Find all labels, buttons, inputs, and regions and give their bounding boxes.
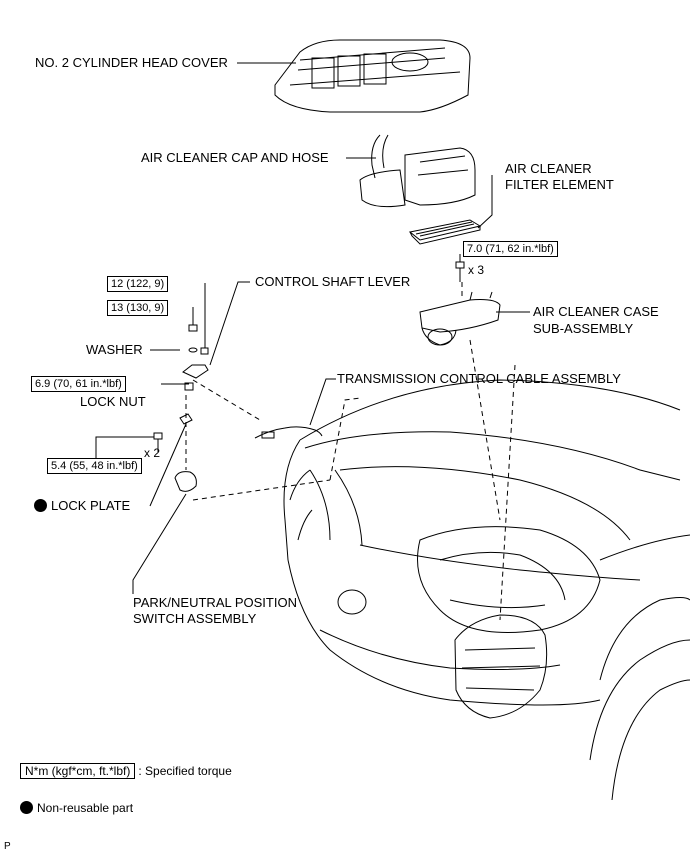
qty-switch-bolt: x 2 — [144, 446, 161, 460]
leader-line — [477, 175, 493, 229]
legend-non-reusable: Non-reusable part — [20, 800, 133, 816]
label-lock-plate-text: LOCK PLATE — [51, 498, 131, 513]
torque-switch-bolt: 5.4 (55, 48 in.*lbf) — [47, 458, 142, 474]
air-cleaner-case-drawing — [419, 291, 501, 346]
leader-line — [309, 378, 336, 426]
transmission-cable-drawing — [254, 426, 323, 439]
shaft-nut-drawing — [188, 324, 198, 353]
lock-plate-drawing — [179, 413, 193, 425]
air-cleaner-cap-drawing — [359, 134, 476, 208]
torque-control-lever-nut: 12 (122, 9) — [107, 276, 169, 292]
legend-torque: N*m (kgf*cm, ft.*lbf): Specified torque — [20, 763, 232, 779]
non-reusable-icon — [20, 801, 33, 814]
assembly-lines — [185, 282, 516, 621]
control-shaft-lever-drawing — [182, 347, 209, 379]
label-park-neutral-line1: PARK/NEUTRAL POSITION — [133, 595, 297, 610]
label-lock-nut: LOCK NUT — [80, 394, 146, 409]
label-lock-plate: LOCK PLATE — [34, 498, 130, 514]
label-filter-element-line1: AIR CLEANER — [505, 161, 592, 176]
label-air-cleaner-cap: AIR CLEANER CAP AND HOSE — [141, 150, 329, 165]
label-washer: WASHER — [86, 342, 143, 357]
footer-code: P — [4, 841, 11, 852]
legend-non-reusable-text: Non-reusable part — [37, 801, 134, 815]
torque-air-cleaner-bolt: 7.0 (71, 62 in.*lbf) — [463, 241, 558, 257]
label-control-shaft-lever: CONTROL SHAFT LEVER — [255, 274, 411, 289]
label-cylinder-head-cover: NO. 2 CYLINDER HEAD COVER — [35, 55, 228, 70]
park-neutral-switch-drawing — [174, 471, 197, 492]
bolt-drawing — [455, 261, 465, 282]
leader-line — [149, 423, 187, 507]
switch-bolt-drawing — [153, 432, 163, 452]
leader-line — [209, 281, 250, 366]
legend-torque-text: : Specified torque — [138, 764, 232, 778]
label-filter-element-line2: FILTER ELEMENT — [505, 177, 614, 192]
label-air-cleaner-case-line1: AIR CLEANER CASE — [533, 304, 659, 319]
lock-nut-drawing — [184, 382, 194, 391]
legend-torque-box: N*m (kgf*cm, ft.*lbf) — [20, 763, 136, 779]
qty-air-cleaner-bolt: x 3 — [468, 263, 485, 277]
label-transmission-cable: TRANSMISSION CONTROL CABLE ASSEMBLY — [337, 371, 621, 386]
leader-line — [132, 493, 187, 594]
torque-shaft-nut: 13 (130, 9) — [107, 300, 169, 316]
label-air-cleaner-case-line2: SUB-ASSEMBLY — [533, 321, 634, 336]
leader-line — [95, 436, 154, 458]
torque-lock-nut: 6.9 (70, 61 in.*lbf) — [31, 376, 126, 392]
label-park-neutral-line2: SWITCH ASSEMBLY — [133, 611, 257, 626]
non-reusable-icon — [34, 499, 47, 512]
cylinder-head-cover-drawing — [274, 39, 471, 113]
vehicle-drawing — [283, 379, 690, 801]
